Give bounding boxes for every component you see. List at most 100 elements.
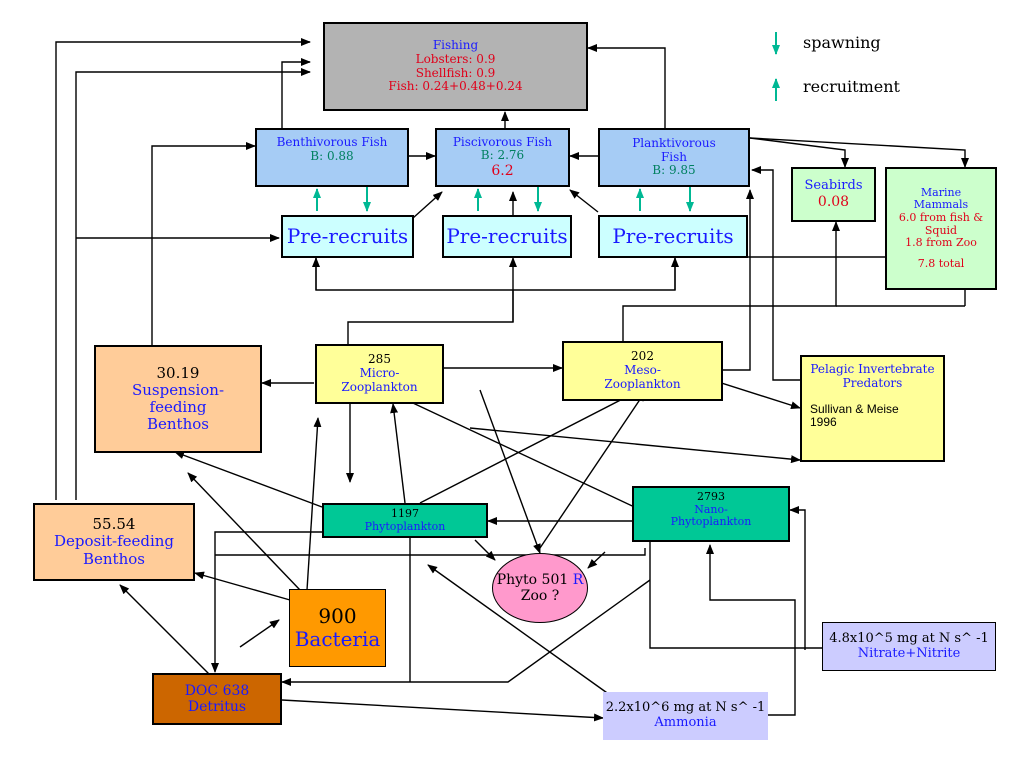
pelagic-predators-node: Pelagic Invertebrate Predators Sullivan … <box>800 355 945 462</box>
meso-zooplankton-node: 202 Meso- Zooplankton <box>562 341 723 401</box>
doc-line-2: Detritus <box>187 699 247 715</box>
connector-phytoplankton-to-suspension <box>174 451 323 508</box>
pelagic-line-3: Sullivan & Meise <box>810 401 899 416</box>
connector-meso-to-seabirds <box>622 221 840 344</box>
mammals-line-6: 7.8 total <box>917 256 965 270</box>
connector-zoo-to-prerecruits-row <box>315 258 676 291</box>
connector-nano-to-meso <box>539 391 646 549</box>
pelagic-line-4: 1996 <box>810 415 837 430</box>
ammonia-line-2: Ammonia <box>654 715 717 730</box>
benthivorous-fish-node: Benthivorous Fish B: 0.88 <box>255 128 409 187</box>
connector-phytoplankton-to-micro <box>390 403 406 504</box>
nano-phytoplankton-node: 2793 Nano- Phytoplankton <box>632 486 790 542</box>
planktivorous-biomass: B: 9.85 <box>652 163 696 178</box>
suspension-value: 30.19 <box>156 363 200 382</box>
connector-phytoplankton-to-phytozoo <box>474 539 496 561</box>
phytoplankton-label: Phytoplankton <box>364 519 446 533</box>
fishing-node: Fishing Lobsters: 0.9 Shellfish: 0.9 Fis… <box>323 22 588 111</box>
connector-nano-to-micro <box>397 395 646 513</box>
planktivorous-fish-node: Planktivorous Fish B: 9.85 <box>598 128 750 187</box>
connector-deposit-to-fishing <box>55 38 311 500</box>
mammals-line-5: 1.8 from Zoo <box>905 236 977 250</box>
legend-spawning-label: spawning <box>803 33 881 52</box>
fishing-fish: Fish: 0.24+0.48+0.24 <box>388 79 523 94</box>
marine-mammals-node: Marine Mammals 6.0 from fish & Squid 1.8… <box>885 167 997 290</box>
phyto-zoo-line-2: Zoo ? <box>520 588 560 604</box>
phyto-zoo-phyto: Phyto 501 <box>496 571 573 588</box>
connector-detritus-to-bacteria <box>239 619 280 648</box>
connector-benthivorous-to-fishing <box>281 58 311 128</box>
mammals-line-2: Mammals <box>913 198 969 212</box>
deposit-line-2: Benthos <box>83 549 145 568</box>
connector-prerecruits3-to-piscivorous <box>569 189 599 213</box>
prerecruits-1-node: Pre-recruits <box>281 215 414 258</box>
micro-zoo-value: 285 <box>368 352 391 367</box>
pelagic-line-1: Pelagic Invertebrate <box>810 362 935 376</box>
doc-detritus-node: DOC 638 Detritus <box>152 673 282 725</box>
connector-micro-to-phytozoo <box>479 389 541 554</box>
bacteria-label: Bacteria <box>294 627 381 651</box>
connector-ammonia-to-phytoplankton <box>427 564 611 696</box>
phytoplankton-node: 1197 Phytoplankton <box>322 503 488 538</box>
deposit-benthos-node: 55.54 Deposit-feeding Benthos <box>33 503 195 581</box>
benthivorous-biomass: B: 0.88 <box>310 148 354 163</box>
fishing-title: Fishing <box>432 37 479 52</box>
connector-nitrate-to-nano <box>789 506 806 650</box>
suspension-line-1: Suspension- <box>131 380 225 399</box>
seabirds-node: Seabirds 0.08 <box>791 167 876 222</box>
mammals-line-4: Squid <box>924 223 958 237</box>
connector-phytoplankton-to-meso <box>419 389 641 504</box>
connector-meso-to-pelagic <box>711 379 801 410</box>
connector-meso-to-planktivorous <box>723 189 754 371</box>
seabirds-title: Seabirds <box>804 177 863 193</box>
nano-value: 2793 <box>697 490 725 503</box>
connector-detritus-to-ammonia <box>281 699 604 722</box>
connector-suspension-to-benthivorous <box>151 142 256 345</box>
nitrate-line-2: Nitrate+Nitrite <box>857 645 961 661</box>
connector-planktivorous-to-fishing <box>587 44 666 128</box>
piscivorous-extra: 6.2 <box>491 163 514 180</box>
pelagic-line-2: Predators <box>842 375 903 390</box>
connector-zoo-to-prerecruits <box>347 257 517 344</box>
connector-to-detritus <box>281 579 651 686</box>
nano-line-1: Nano- <box>694 502 728 516</box>
phytoplankton-value: 1197 <box>391 506 419 520</box>
connector-phytoplankton-to-doc <box>211 531 322 673</box>
connector-detritus-to-deposit <box>119 584 211 676</box>
phyto-zoo-r: R <box>572 571 584 588</box>
micro-zoo-line-2: Zooplankton <box>341 379 418 394</box>
nano-line-2: Phytoplankton <box>670 515 752 529</box>
prerecruits-2-label: Pre-recruits <box>446 224 568 248</box>
piscivorous-title: Piscivorous Fish <box>452 134 553 149</box>
prerecruits-3-label: Pre-recruits <box>612 224 734 248</box>
doc-line-1: DOC 638 <box>184 682 250 699</box>
connector-bacteria-to-deposit <box>194 571 291 601</box>
meso-zoo-line-1: Meso- <box>624 363 661 378</box>
ammonia-node: 2.2x10^6 mg at N s^ -1 Ammonia <box>603 692 768 740</box>
piscivorous-biomass: B: 2.76 <box>480 148 525 163</box>
connector-left-to-fishing <box>75 68 311 500</box>
bacteria-value: 900 <box>318 604 357 628</box>
suspension-line-2: feeding <box>149 398 207 416</box>
micro-zooplankton-node: 285 Micro- Zooplankton <box>315 344 444 404</box>
connector-to-pelagic <box>469 427 801 464</box>
phyto-zoo-node: Phyto 501 R Zoo ? <box>492 553 588 623</box>
deposit-line-1: Deposit-feeding <box>53 532 175 551</box>
fishing-lobsters: Lobsters: 0.9 <box>415 51 496 66</box>
suspension-benthos-node: 30.19 Suspension- feeding Benthos <box>94 345 262 453</box>
planktivorous-title-2: Fish <box>660 149 688 164</box>
bacteria-node: 900 Bacteria <box>289 589 386 667</box>
meso-zoo-line-2: Zooplankton <box>604 376 681 391</box>
meso-zoo-value: 202 <box>631 349 654 364</box>
connector-bacteria-to-suspension <box>187 472 301 591</box>
micro-zoo-line-1: Micro- <box>359 366 400 381</box>
prerecruits-3-node: Pre-recruits <box>598 215 748 258</box>
benthivorous-title: Benthivorous Fish <box>276 135 388 149</box>
suspension-line-3: Benthos <box>147 415 209 434</box>
phyto-zoo-line-1: Phyto 501 R <box>497 572 584 588</box>
ammonia-line-1: 2.2x10^6 mg at N s^ -1 <box>605 700 766 716</box>
connector-nitrate-to-phytoplankton <box>649 521 822 649</box>
prerecruits-2-node: Pre-recruits <box>442 215 572 258</box>
